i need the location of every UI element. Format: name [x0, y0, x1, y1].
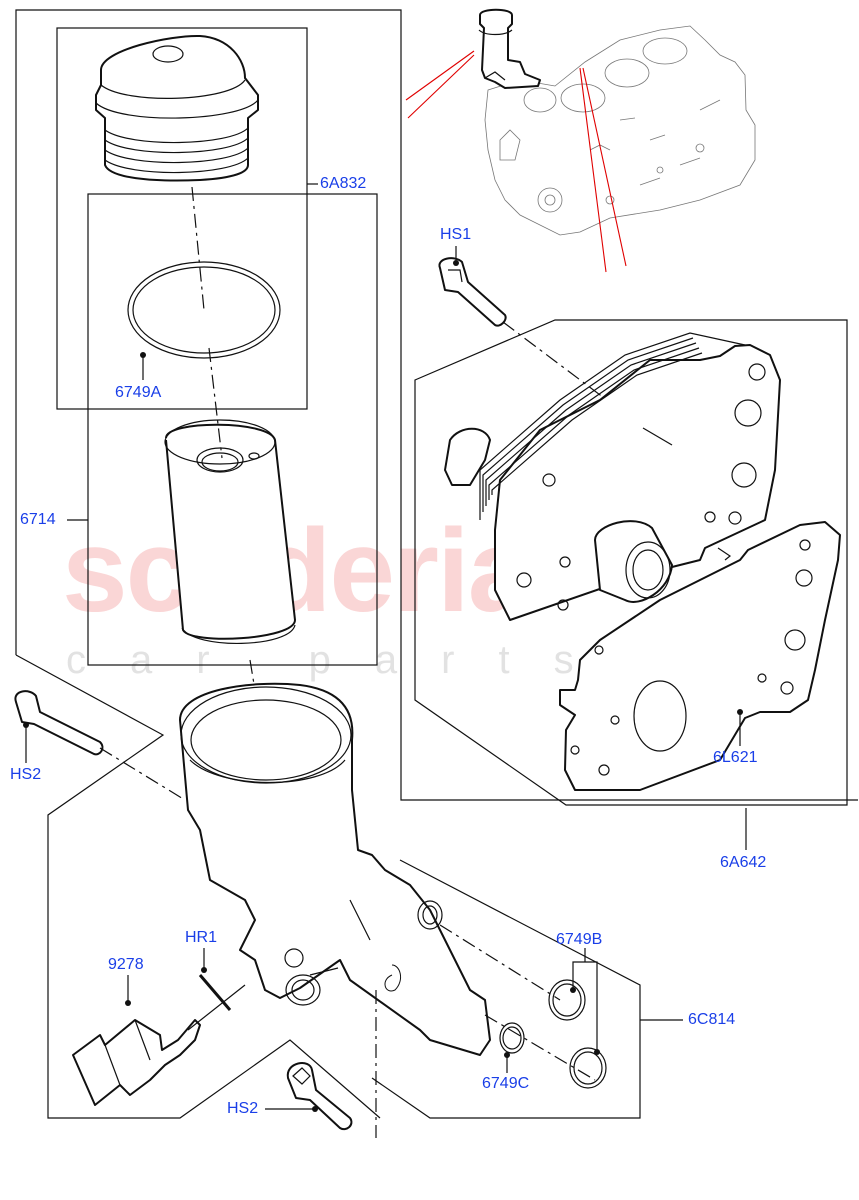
oil-pressure-sensor-icon [72, 984, 246, 1106]
callout-6749b[interactable]: 6749B [556, 931, 603, 948]
bolt-hs2-upper-icon [14, 690, 104, 756]
callout-hs2-lower[interactable]: HS2 [227, 1100, 259, 1117]
oil-cooler-icon [444, 332, 781, 621]
callout-6749c[interactable]: 6749C [482, 1075, 530, 1092]
callout-6714[interactable]: 6714 [20, 511, 56, 528]
callout-6a832[interactable]: 6A832 [320, 175, 367, 192]
callout-6a642[interactable]: 6A642 [720, 854, 767, 871]
oil-cooler-gasket-icon [559, 521, 841, 791]
callout-hs2-upper[interactable]: HS2 [10, 766, 42, 783]
group-frames [15, 9, 858, 1119]
seal-ring-internal-icon [384, 964, 402, 992]
callout-6749a[interactable]: 6749A [115, 384, 162, 401]
callout-6l621[interactable]: 6L621 [713, 749, 758, 766]
callout-hs1[interactable]: HS1 [440, 226, 472, 243]
watermark-logo: scuderia [62, 505, 533, 637]
oil-filter-cap-icon [95, 34, 259, 182]
seal-ring-6749c-icon [499, 1022, 525, 1054]
seal-rings-6749b-icon [548, 979, 607, 1089]
watermark-subtitle: car parts [66, 638, 618, 682]
callout-hr1[interactable]: HR1 [185, 929, 218, 946]
engine-block-locator-icon [478, 8, 756, 236]
callout-leaders [23, 183, 747, 1112]
oil-filter-element-icon [164, 419, 296, 645]
callout-6c814[interactable]: 6C814 [688, 1011, 736, 1028]
bolt-hs1-icon [438, 257, 507, 327]
o-ring-6749a-icon [127, 261, 281, 359]
locator-line [405, 50, 475, 101]
oil-filter-housing-icon [179, 682, 491, 1056]
o-ring-hr1-icon [198, 974, 232, 1011]
callout-9278[interactable]: 9278 [108, 956, 144, 973]
bolt-hs2-lower-icon [286, 1062, 353, 1131]
